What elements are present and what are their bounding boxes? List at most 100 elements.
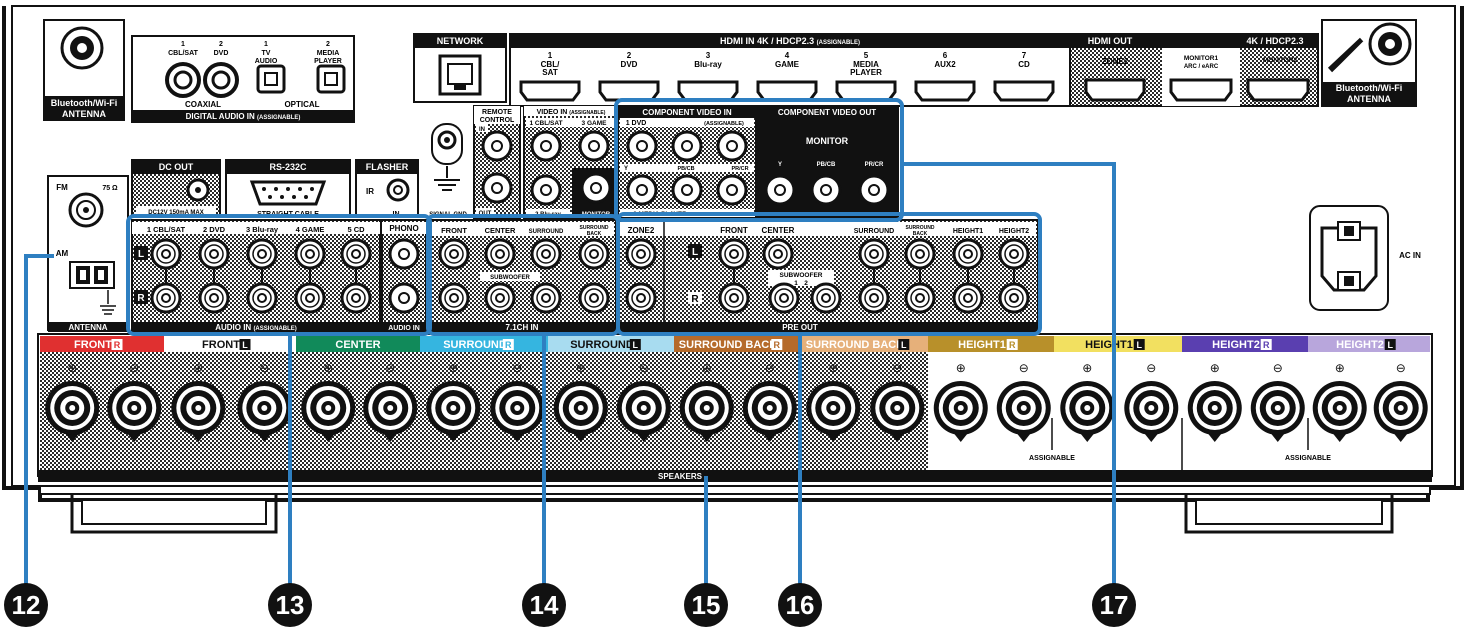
speaker-terminal[interactable]	[1124, 381, 1179, 442]
hdmi-out: HDMI OUT 4K / HDCP2.3 ZONE2 MONITOR1 ARC…	[1069, 33, 1319, 107]
audio-in-jack-r[interactable]	[246, 282, 278, 314]
component-out-jacks[interactable]	[764, 174, 890, 206]
ch71-jack-top[interactable]	[438, 238, 470, 270]
fm-antenna-jack[interactable]	[68, 192, 104, 228]
pre-out-jack-r[interactable]	[998, 282, 1030, 314]
ch71-jack-top[interactable]	[578, 238, 610, 270]
pre-out-jack-l[interactable]	[904, 238, 936, 270]
speaker-terminal[interactable]	[363, 381, 418, 442]
pre-out-jack-l[interactable]	[718, 238, 750, 270]
minus-icon: ⊖	[259, 361, 269, 375]
audio-in-jacks[interactable]	[150, 238, 372, 314]
audio-in-jack-l[interactable]	[150, 238, 182, 270]
callout-number: 13	[276, 590, 305, 620]
component-out-pr: PR/CR	[865, 162, 884, 168]
pre-out-height1: HEIGHT1	[953, 228, 983, 235]
audio-in-jack-r[interactable]	[340, 282, 372, 314]
hdmi-in-port[interactable]	[835, 80, 897, 102]
speaker-terminal[interactable]	[1060, 381, 1115, 442]
audio-in-jack-r[interactable]	[198, 282, 230, 314]
hdmi-out-ports[interactable]	[1084, 78, 1310, 102]
audio-in-jack-r[interactable]	[294, 282, 326, 314]
speaker-terminal[interactable]	[996, 381, 1051, 442]
ac-in-label: AC IN	[1399, 251, 1421, 260]
assignable-label-1: ASSIGNABLE	[1029, 455, 1075, 462]
ch71-jack-bottom[interactable]	[484, 282, 516, 314]
bt-wifi-antenna-left[interactable]: Bluetooth/Wi-Fi ANTENNA	[43, 19, 125, 121]
audio-in-jack-r[interactable]	[150, 282, 182, 314]
component-out-pb: PB/CB	[817, 162, 836, 168]
speaker-terminal[interactable]	[237, 381, 292, 442]
dc-out[interactable]: DC OUT DC12V 150mA MAX	[131, 159, 221, 217]
pre-out-jack-r[interactable]	[952, 282, 984, 314]
remote-control[interactable]: REMOTE CONTROL IN OUT	[473, 105, 521, 219]
flasher-port[interactable]: FLASHER IR IN	[355, 159, 419, 218]
component-in-jacks[interactable]	[626, 130, 748, 206]
speaker-terminal[interactable]	[806, 381, 861, 442]
audio-in-jack-l[interactable]	[246, 238, 278, 270]
speaker-terminal[interactable]	[870, 381, 925, 442]
am-antenna-terminal[interactable]	[69, 261, 116, 315]
ch71-jack-bottom[interactable]	[578, 282, 610, 314]
hdmi-out-spec: 4K / HDCP2.3	[1246, 36, 1303, 46]
optical-jacks[interactable]	[256, 64, 346, 94]
coaxial-jacks[interactable]	[165, 62, 239, 98]
speaker-terminal[interactable]	[1312, 381, 1367, 442]
hdmi-in-port[interactable]	[993, 80, 1055, 102]
pre-out-subwoofer-1-jack[interactable]	[768, 282, 800, 314]
signal-gnd[interactable]: SIGNAL GND	[429, 123, 467, 218]
speaker-terminal[interactable]	[679, 381, 734, 442]
speaker-terminal[interactable]	[490, 381, 545, 442]
speaker-terminal[interactable]	[45, 381, 100, 442]
ch71-jack-top[interactable]	[530, 238, 562, 270]
hdmi-in-port[interactable]	[756, 80, 818, 102]
audio-in-jack-l[interactable]	[198, 238, 230, 270]
pre-out-jack-r[interactable]	[904, 282, 936, 314]
speaker-terminal[interactable]	[933, 381, 988, 442]
speaker-terminal[interactable]	[553, 381, 608, 442]
speaker-terminal[interactable]	[301, 381, 356, 442]
video-in-jacks[interactable]	[530, 130, 610, 206]
pre-out-center-jack[interactable]	[762, 238, 794, 270]
phono-jacks[interactable]	[388, 238, 420, 314]
bt-wifi-antenna-right[interactable]: Bluetooth/Wi-Fi ANTENNA	[1321, 19, 1417, 107]
ch71-subwoofer: SUBWOOFER	[490, 275, 530, 281]
speaker-terminal[interactable]	[616, 381, 671, 442]
hdmi-in-port[interactable]	[914, 80, 976, 102]
pre-out-zone2-l[interactable]	[625, 238, 657, 270]
pre-out-jack-l[interactable]	[858, 238, 890, 270]
speaker-terminal[interactable]	[1187, 381, 1242, 442]
pre-out-jacks[interactable]	[625, 238, 1030, 314]
hdmi-in-ports[interactable]: 1CBL/SAT2DVD3Blu-ray4GAME5MEDIAPLAYER6AU…	[519, 51, 1055, 102]
speaker-terminal[interactable]	[742, 381, 797, 442]
rs232c-port[interactable]: RS-232C STRAIGHT CABLE	[225, 159, 351, 218]
ch71-jack-bottom[interactable]	[530, 282, 562, 314]
hdmi-in-port[interactable]	[519, 80, 581, 102]
pre-out-zone2-r[interactable]	[625, 282, 657, 314]
hdmi-in-port[interactable]	[677, 80, 739, 102]
plus-icon: ⊕	[67, 361, 77, 375]
digital-audio-title: DIGITAL AUDIO IN (ASSIGNABLE)	[186, 112, 301, 121]
pre-out-jack-r[interactable]	[858, 282, 890, 314]
ch71-jack-top[interactable]	[484, 238, 516, 270]
bt-antenna-left-label-1: Bluetooth/Wi-Fi	[51, 98, 117, 108]
pre-out-subwoofer-2-jack[interactable]	[810, 282, 842, 314]
ac-in[interactable]: AC IN	[1309, 205, 1421, 311]
pre-out-jack-r[interactable]	[718, 282, 750, 314]
speaker-terminal[interactable]	[171, 381, 226, 442]
ch71-jacks[interactable]	[438, 238, 610, 314]
ch71-jack-bottom[interactable]	[438, 282, 470, 314]
network-port[interactable]: NETWORK	[413, 33, 507, 103]
speaker-terminal[interactable]	[107, 381, 162, 442]
speaker-terminal[interactable]	[426, 381, 481, 442]
video-monitor-out-jack[interactable]	[580, 172, 612, 204]
pre-out-jack-l[interactable]	[998, 238, 1030, 270]
hdmi-in-port[interactable]	[598, 80, 660, 102]
component-in-title: COMPONENT VIDEO IN	[642, 108, 732, 117]
pre-out-jack-l[interactable]	[952, 238, 984, 270]
speaker-terminal[interactable]	[1373, 381, 1428, 442]
speaker-terminal[interactable]	[1250, 381, 1305, 442]
audio-in-jack-l[interactable]	[340, 238, 372, 270]
audio-in-jack-l[interactable]	[294, 238, 326, 270]
